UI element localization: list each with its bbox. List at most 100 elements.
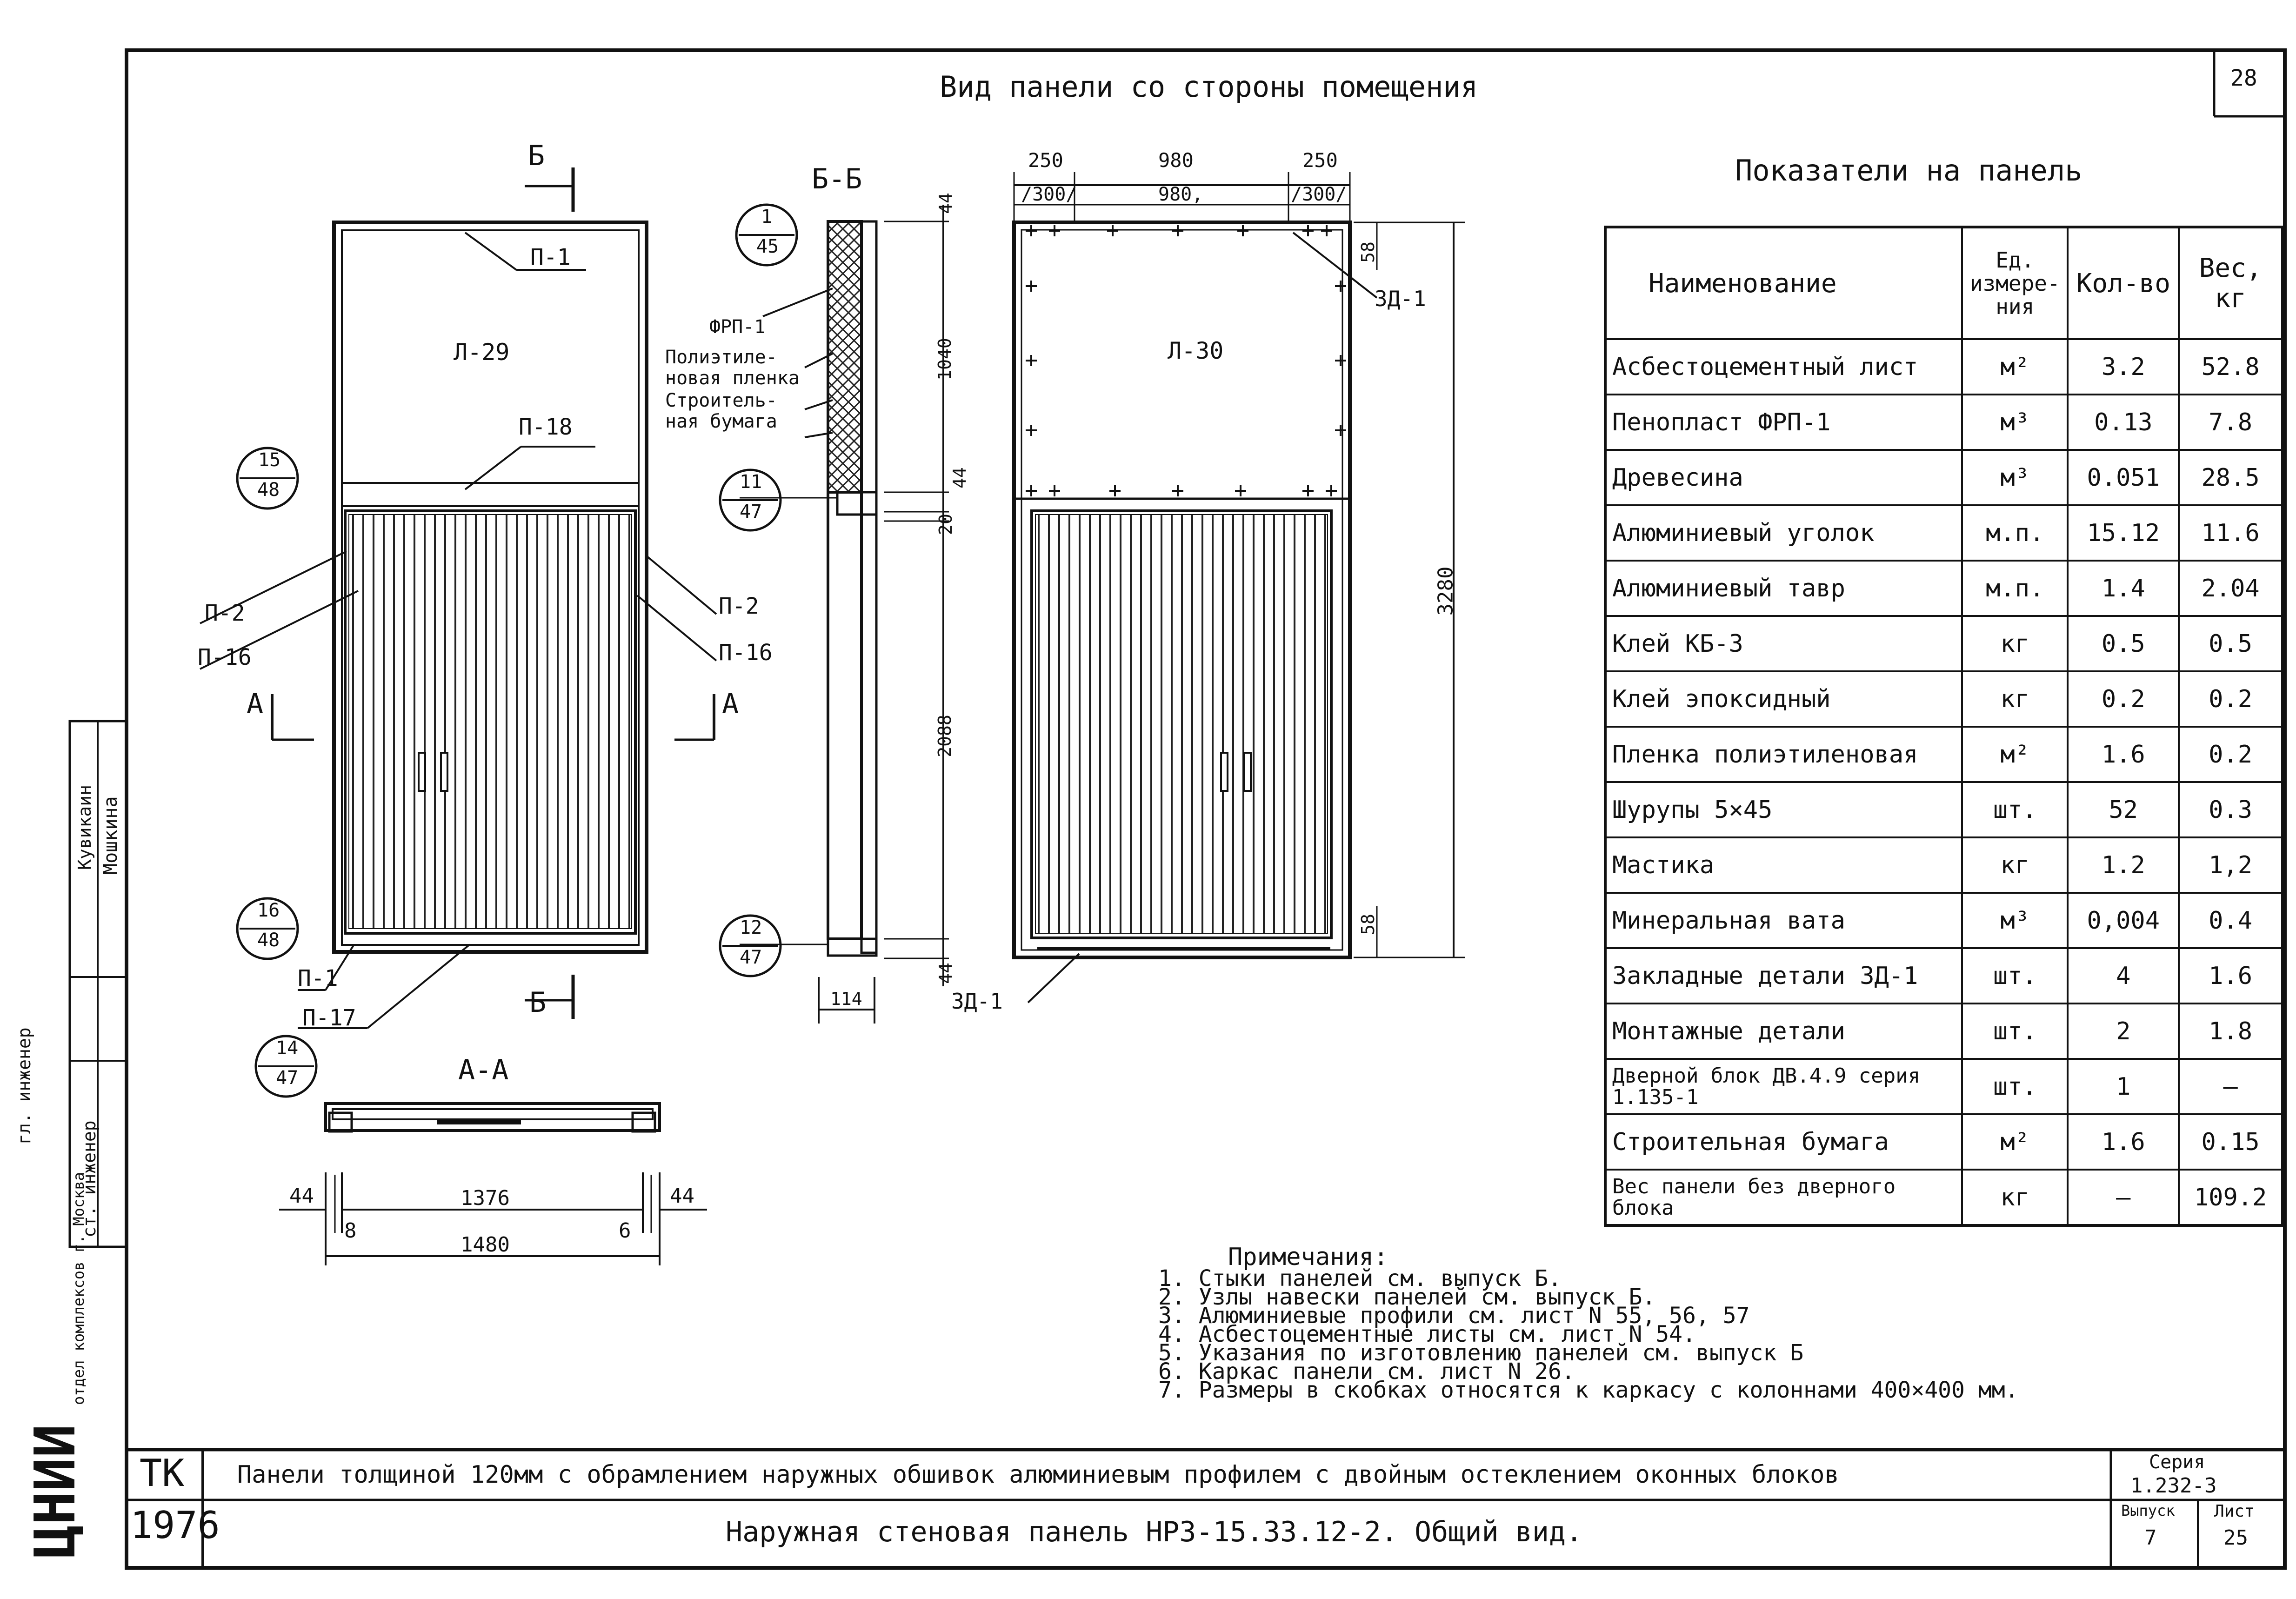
dim-bb-44-bottom: 44	[935, 963, 956, 984]
note-item: 4. Асбестоцементные листы см. лист N 54.	[1158, 1321, 1696, 1347]
stamp-org: отдел комплексов г. Москва	[70, 1172, 87, 1405]
layer-paper-1: Строитель-	[665, 390, 777, 411]
dim-3280: 3280	[1434, 566, 1458, 616]
series-label: Серия	[2149, 1452, 2205, 1473]
callout-zd1-bottom: ЗД-1	[951, 989, 1003, 1014]
col-name-header: Наименование	[1604, 226, 1963, 340]
callout-p2-left: П-2	[205, 600, 245, 626]
main-view-title: Вид панели со стороны помещения	[940, 70, 1478, 104]
stamp-name-2: Мошкина	[100, 796, 121, 875]
callout-p17: П-17	[302, 1005, 356, 1031]
dim-aa-1376: 1376	[461, 1186, 510, 1210]
callout-p1-bottom: П-1	[298, 965, 338, 991]
callout-p2-right: П-2	[719, 593, 759, 619]
dim-aa-1480: 1480	[461, 1233, 510, 1257]
dim-300-right: /300/	[1291, 184, 1347, 205]
title-line-2: Наружная стеновая панель НРЗ-15.33.12-2.…	[726, 1516, 1583, 1548]
col-unit-header: Ед. измере- ния	[1961, 226, 2069, 340]
layer-frp1: ФРП-1	[709, 316, 766, 338]
callout-p16-left: П-16	[198, 644, 252, 670]
col-weight-header: Вес, кг	[2178, 226, 2283, 340]
circle-12-top: 12	[740, 917, 762, 938]
panel-label-l29: Л-29	[454, 339, 510, 366]
circle-12-bottom: 47	[740, 947, 762, 968]
series-value: 1.232-3	[2130, 1474, 2217, 1498]
dim-aa-left-44: 44	[289, 1184, 314, 1208]
note-item: 6. Каркас панели см. лист N 26.	[1158, 1358, 1575, 1385]
circle-11-bottom: 47	[740, 501, 762, 522]
dim-980-bracket: 980,	[1158, 184, 1203, 205]
dim-250-left: 250	[1028, 149, 1063, 172]
layer-polyethylene-1: Полиэтиле-	[665, 347, 777, 368]
dim-aa-right-44: 44	[670, 1184, 694, 1208]
circle-1-top: 1	[761, 206, 773, 227]
table-header-row: Наименование Ед. измере- ния Кол-во Вес,…	[1604, 226, 2283, 340]
org-logo: ЦНИИ	[23, 1424, 88, 1559]
dim-58-bottom: 58	[1357, 914, 1378, 935]
dim-bb-114: 114	[830, 989, 862, 1009]
stamp-name-1: Кувикаин	[74, 784, 95, 870]
circle-16-top: 16	[257, 900, 280, 921]
section-b-marker-top: Б	[528, 140, 545, 172]
dim-bb-44-mid: 44	[949, 467, 970, 488]
issue-label: Выпуск	[2121, 1502, 2175, 1519]
sheet-label: Лист	[2214, 1502, 2255, 1521]
circle-16-bottom: 48	[257, 930, 280, 951]
dim-250-right: 250	[1302, 149, 1338, 172]
circle-15-top: 15	[258, 449, 281, 471]
layer-paper-2: ная бумага	[665, 411, 777, 432]
dim-58-top: 58	[1357, 241, 1378, 263]
panel-label-l30: Л-30	[1168, 337, 1224, 364]
circle-14-bottom: 47	[276, 1067, 299, 1089]
section-a-marker-left: А	[247, 688, 264, 720]
panel-l30-drawing	[1012, 172, 1465, 1004]
issue-value: 7	[2144, 1526, 2157, 1550]
panel-l29-drawing	[200, 167, 717, 1098]
note-item: 3. Алюминиевые профили см. лист N 55, 56…	[1158, 1303, 1750, 1329]
callout-p16-right: П-16	[719, 640, 773, 666]
indicators-table: Наименование Ед. измере- ния Кол-во Вес,…	[1604, 226, 2284, 1227]
table-title: Показатели на панель	[1735, 154, 2082, 187]
col-qty-header: Кол-во	[2067, 226, 2180, 340]
callout-zd1-top: ЗД-1	[1375, 286, 1426, 311]
circle-15-bottom: 48	[257, 479, 280, 501]
dim-aa-8: 8	[344, 1219, 357, 1243]
title-line-1: Панели толщиной 120мм с обрамлением нару…	[237, 1461, 1839, 1489]
notes-list: 1. Стыки панелей см. выпуск Б. 2. Узлы н…	[1158, 1267, 2019, 1403]
doc-code: ТК	[140, 1452, 185, 1495]
dim-aa-6: 6	[619, 1219, 631, 1243]
dim-bb-20: 20	[935, 514, 956, 535]
doc-year: 1976	[130, 1504, 220, 1547]
section-aa-title: А-А	[458, 1054, 509, 1086]
dim-bb-2088: 2088	[934, 715, 955, 757]
dim-bb-44-top: 44	[935, 193, 956, 214]
note-item: 7. Размеры в скобках относятся к каркасу…	[1158, 1377, 2019, 1403]
section-a-marker-right: А	[722, 688, 739, 720]
dim-980: 980	[1158, 149, 1194, 172]
dim-300-left: /300/	[1021, 184, 1077, 205]
page-number: 28	[2230, 65, 2257, 91]
stamp-role-1: гл. инженер	[14, 1027, 34, 1144]
section-bb-drawing	[719, 203, 949, 1024]
sheet-value: 25	[2223, 1526, 2248, 1550]
dim-bb-1040: 1040	[934, 338, 955, 381]
callout-p1-top: П-1	[530, 244, 571, 270]
note-item: 2. Узлы навески панелей см. выпуск Б.	[1158, 1284, 1656, 1310]
